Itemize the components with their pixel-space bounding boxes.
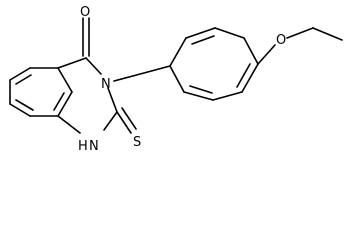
bond: [57, 91, 73, 117]
bond: [103, 111, 118, 131]
bond: [185, 27, 216, 39]
atom-label-carbonyl-oxygen: O: [80, 5, 90, 20]
bond: [9, 67, 31, 81]
bond: [57, 115, 81, 134]
bond: [212, 91, 243, 101]
bond: [121, 107, 137, 130]
benzo-ring: [9, 67, 73, 117]
bond: [57, 67, 73, 93]
bond: [53, 92, 65, 111]
bond: [107, 87, 118, 113]
bond: [15, 74, 32, 85]
bond: [243, 37, 259, 65]
bond: [183, 91, 214, 101]
bond: [85, 57, 102, 75]
pyrimidine-ring: [57, 57, 118, 134]
phenylene-ring: [169, 27, 259, 101]
bond: [286, 27, 314, 39]
bond: [15, 99, 34, 111]
bond: [57, 57, 87, 69]
carbonyl-bond: [82, 17, 90, 57]
bond: [169, 65, 185, 93]
thione-bond: [116, 107, 137, 134]
atom-label-n1-hydrogen: H: [78, 139, 88, 154]
bond: [9, 103, 31, 117]
atom-label-sulfur: S: [133, 135, 141, 150]
atom-label-n1: N: [89, 139, 99, 154]
ethoxy-chain: [257, 27, 343, 65]
bond: [116, 111, 132, 134]
bond: [113, 65, 171, 82]
bond: [236, 63, 251, 88]
bond: [312, 27, 343, 41]
bond: [189, 85, 213, 94]
bond: [214, 27, 245, 39]
bond: [169, 37, 187, 67]
bond: [257, 44, 276, 65]
molecule-structure-diagram: O N H N S O: [9, 5, 343, 154]
bond: [191, 35, 215, 45]
bond: [241, 63, 259, 93]
atom-label-n3: N: [101, 77, 111, 92]
atom-label-ether-oxygen: O: [276, 33, 286, 48]
